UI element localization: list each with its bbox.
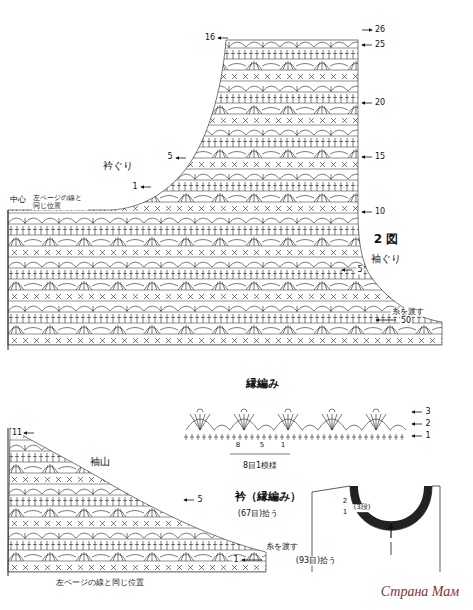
watermark: Страна Мам [380,584,461,599]
chart-note: 左ページの線と 同じ位置 [32,195,88,210]
chart-note: (3段) [353,504,372,512]
row-number: 1 [424,432,431,441]
chart-outline [8,40,442,345]
chart-note: 2 図 [373,233,400,246]
chart-stitches [8,42,450,345]
row-number: 15 [374,153,386,162]
chart-note: (67目)拾う [237,510,279,519]
edging-chart [184,409,406,454]
chart-note: 袖ぐり [370,253,402,264]
row-arrows [24,30,422,560]
row-number: 10 [374,208,386,217]
chart-note: 衿（縁編み） [234,491,302,503]
row-number: 1 [131,183,138,192]
row-number: 5 [196,496,203,505]
chart-note: 糸を渡す [265,543,299,552]
row-number: 20 [374,99,386,108]
chart-note: 糸を渡す [391,308,425,317]
row-number: 5 [166,153,173,162]
row-number: 11 [11,429,23,438]
row-number: 25 [374,41,386,50]
center-line [8,428,9,576]
row-number: 3 [424,408,431,417]
row-number: 2 [342,498,348,506]
row-number: 1 [280,442,286,450]
row-number: 2 [424,420,431,429]
chart-note: 中心 [9,196,27,205]
row-number: 1 [342,509,348,517]
chart-note: 縁編み [245,378,280,390]
chart-note: 袖山 [89,456,111,467]
chart-note: (93目)拾う [295,557,337,566]
chart-note: 8目1模様 [242,462,278,471]
row-number: 5 [259,442,265,450]
row-number: 16 [204,34,216,43]
row-number: 1 [232,556,239,565]
row-number: 8 [235,442,241,450]
sleeve-outline [8,428,266,572]
row-number: 5 [356,266,363,275]
center-line [8,210,9,350]
row-number: 26 [374,26,386,35]
chart-note: 左ページの線と同じ位置 [55,579,145,588]
row-number: 50 [400,317,412,326]
chart-note: 衿ぐり [102,160,134,171]
